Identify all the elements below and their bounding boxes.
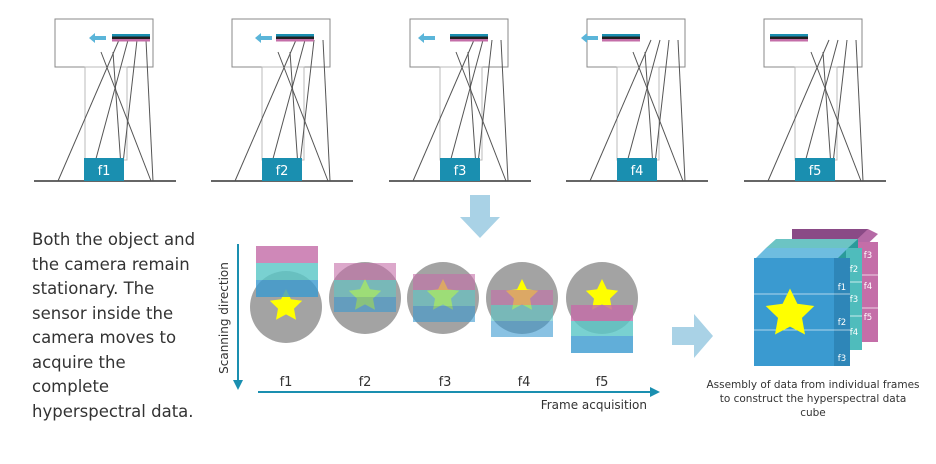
frame-axis-label: f2 bbox=[359, 375, 372, 390]
description-text: Both the object and the camera remain st… bbox=[32, 230, 196, 421]
band-blue bbox=[491, 321, 553, 337]
arrow-left-icon bbox=[581, 33, 598, 43]
band-cyan bbox=[334, 280, 396, 297]
arrow-left-icon bbox=[255, 33, 272, 43]
band-blue bbox=[334, 297, 396, 312]
cube-caption: Assembly of data from individual frames … bbox=[706, 379, 920, 419]
band-cyan bbox=[491, 305, 553, 321]
frame-badge bbox=[262, 158, 302, 181]
frame-badge-label: f2 bbox=[276, 164, 289, 179]
scanning-direction-label: Scanning direction bbox=[217, 262, 231, 374]
cube-layer-label: f2 bbox=[850, 265, 858, 275]
sensor bbox=[112, 34, 150, 42]
frame-badge-label: f5 bbox=[809, 164, 822, 179]
frame-badge-label: f4 bbox=[631, 164, 644, 179]
arrow-down-icon bbox=[460, 195, 500, 238]
camera-body bbox=[763, 18, 863, 68]
band-magenta bbox=[256, 246, 318, 263]
cube-layer-label: f3 bbox=[850, 295, 858, 305]
scan-frame bbox=[329, 262, 401, 334]
scan-frame bbox=[486, 262, 558, 337]
frame-axis-label: f4 bbox=[518, 375, 531, 390]
cube-front-side bbox=[834, 258, 850, 366]
band-magenta bbox=[334, 263, 396, 280]
frame-badge bbox=[84, 158, 124, 181]
cube-layer-label: f5 bbox=[864, 313, 872, 323]
cube-layer-label: f3 bbox=[864, 251, 872, 261]
cube-front-top bbox=[756, 248, 848, 258]
light-rays bbox=[767, 39, 864, 182]
cube-layer-label: f3 bbox=[838, 354, 846, 364]
scan-frames bbox=[250, 246, 638, 353]
band-blue bbox=[413, 306, 475, 322]
camera-setup: f4 bbox=[566, 18, 708, 182]
frame-badge-label: f1 bbox=[98, 164, 111, 179]
frame-badge-label: f3 bbox=[454, 164, 467, 179]
lens-housing bbox=[84, 66, 128, 161]
band-magenta bbox=[491, 290, 553, 305]
arrow-right-icon bbox=[650, 387, 660, 397]
cube-back-side bbox=[858, 242, 878, 342]
band-magenta bbox=[413, 274, 475, 290]
frame-acquisition-label: Frame acquisition bbox=[541, 398, 647, 412]
cube-mid-labels: f2 f3 f4 bbox=[850, 265, 858, 338]
lens-housing bbox=[794, 66, 838, 161]
cube-layer-label: f1 bbox=[838, 283, 846, 293]
camera-setup: f1 bbox=[34, 18, 176, 182]
scan-frame bbox=[566, 262, 638, 353]
band-cyan bbox=[413, 290, 475, 306]
light-rays bbox=[589, 39, 686, 182]
frame-badge bbox=[795, 158, 835, 181]
band-magenta bbox=[571, 305, 633, 321]
frame-badge bbox=[617, 158, 657, 181]
sensor bbox=[450, 34, 488, 42]
cube-front-labels: f1 f2 f3 bbox=[838, 283, 846, 364]
frame-axis-label: f1 bbox=[280, 375, 293, 390]
cube-layer-label: f2 bbox=[838, 318, 846, 328]
cube-mid-top bbox=[766, 239, 858, 248]
camera-setup: f3 bbox=[389, 18, 531, 182]
camera-setups: f1 f2 bbox=[34, 18, 886, 182]
band-cyan bbox=[256, 263, 318, 280]
arrow-right-icon bbox=[672, 314, 713, 358]
cube-back-labels: f3 f4 f5 bbox=[864, 251, 872, 323]
sensor bbox=[770, 34, 808, 42]
frame-badge bbox=[440, 158, 480, 181]
arrow-down-icon bbox=[233, 380, 243, 390]
frame-axis-labels: f1 f2 f3 f4 f5 bbox=[280, 375, 609, 390]
lens-housing bbox=[439, 66, 483, 161]
camera-setup: f5 bbox=[744, 18, 886, 182]
arrow-left-icon bbox=[89, 33, 106, 43]
sensor bbox=[602, 34, 640, 42]
cube-layer-label: f4 bbox=[864, 282, 872, 292]
scan-frame bbox=[250, 246, 322, 343]
band-blue bbox=[571, 336, 633, 353]
lens-housing bbox=[261, 66, 305, 161]
light-rays bbox=[412, 39, 509, 182]
camera-setup: f2 bbox=[211, 18, 353, 182]
sensor bbox=[276, 34, 314, 42]
band-cyan bbox=[571, 321, 633, 336]
frame-axis-label: f3 bbox=[439, 375, 452, 390]
arrow-left-icon bbox=[418, 33, 435, 43]
data-cube: f1 f2 f3 f2 f3 f4 f3 f4 f5 bbox=[754, 229, 878, 366]
cube-layer-label: f4 bbox=[850, 328, 858, 338]
band-blue bbox=[256, 280, 318, 297]
scan-frame bbox=[407, 262, 479, 334]
frame-axis-label: f5 bbox=[596, 375, 609, 390]
lens-housing bbox=[616, 66, 660, 161]
